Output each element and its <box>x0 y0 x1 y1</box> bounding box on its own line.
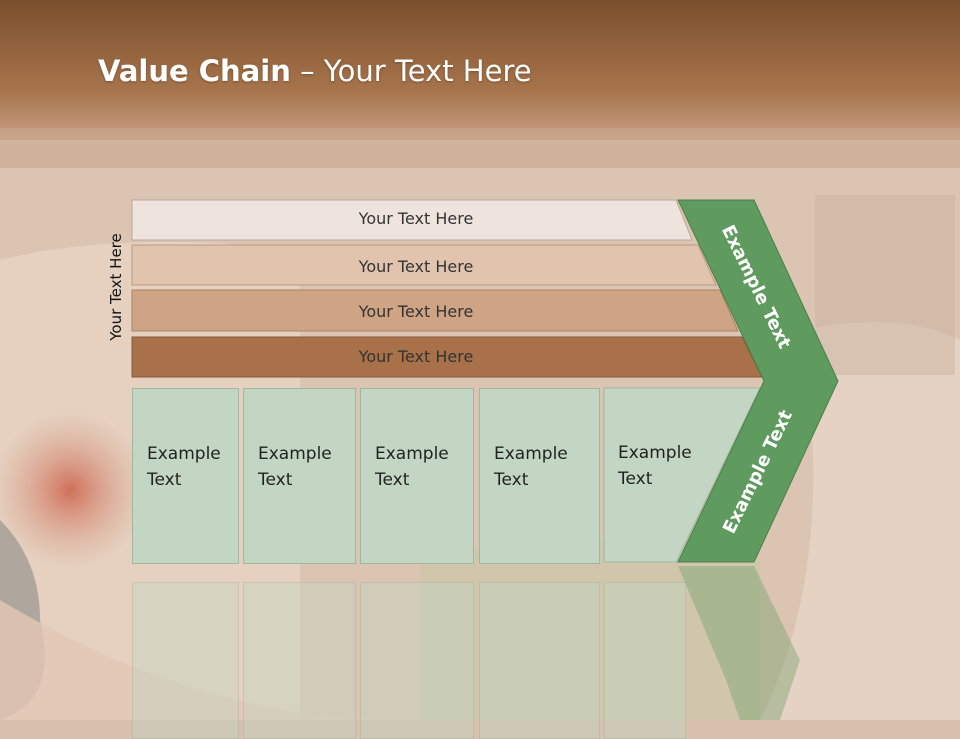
title-bold: Value Chain <box>98 54 291 88</box>
activity-box-1: Example Text <box>132 388 239 564</box>
activity-box-3-label: Example Text <box>375 444 449 490</box>
page-title: Value Chain – Your Text Here <box>98 54 532 88</box>
activity-box-2: Example Text <box>243 388 356 564</box>
activity-box-4: Example Text <box>479 388 600 564</box>
bar-3-label: Your Text Here <box>358 302 474 321</box>
bar-3 <box>131 289 739 332</box>
chevron-arrow <box>677 199 839 563</box>
title-rest: – Your Text Here <box>290 54 532 88</box>
activity-box-5: Example Text <box>604 388 704 562</box>
activity-box-2-label: Example Text <box>258 444 332 490</box>
bar-4-label: Your Text Here <box>358 347 474 366</box>
bar-1-label: Your Text Here <box>358 209 474 228</box>
value-chain-diagram <box>131 199 839 720</box>
chevron-reflection <box>678 566 800 720</box>
bar-2 <box>131 244 717 286</box>
activity-box-1-label: Example Text <box>147 444 221 490</box>
last-box-shape <box>603 387 761 563</box>
bar-2-label: Your Text Here <box>358 257 474 276</box>
activity-box-5-label: Example Text <box>618 443 692 489</box>
bar-1 <box>131 199 693 241</box>
activity-box-3: Example Text <box>360 388 474 564</box>
activity-box-4-label: Example Text <box>494 444 568 490</box>
